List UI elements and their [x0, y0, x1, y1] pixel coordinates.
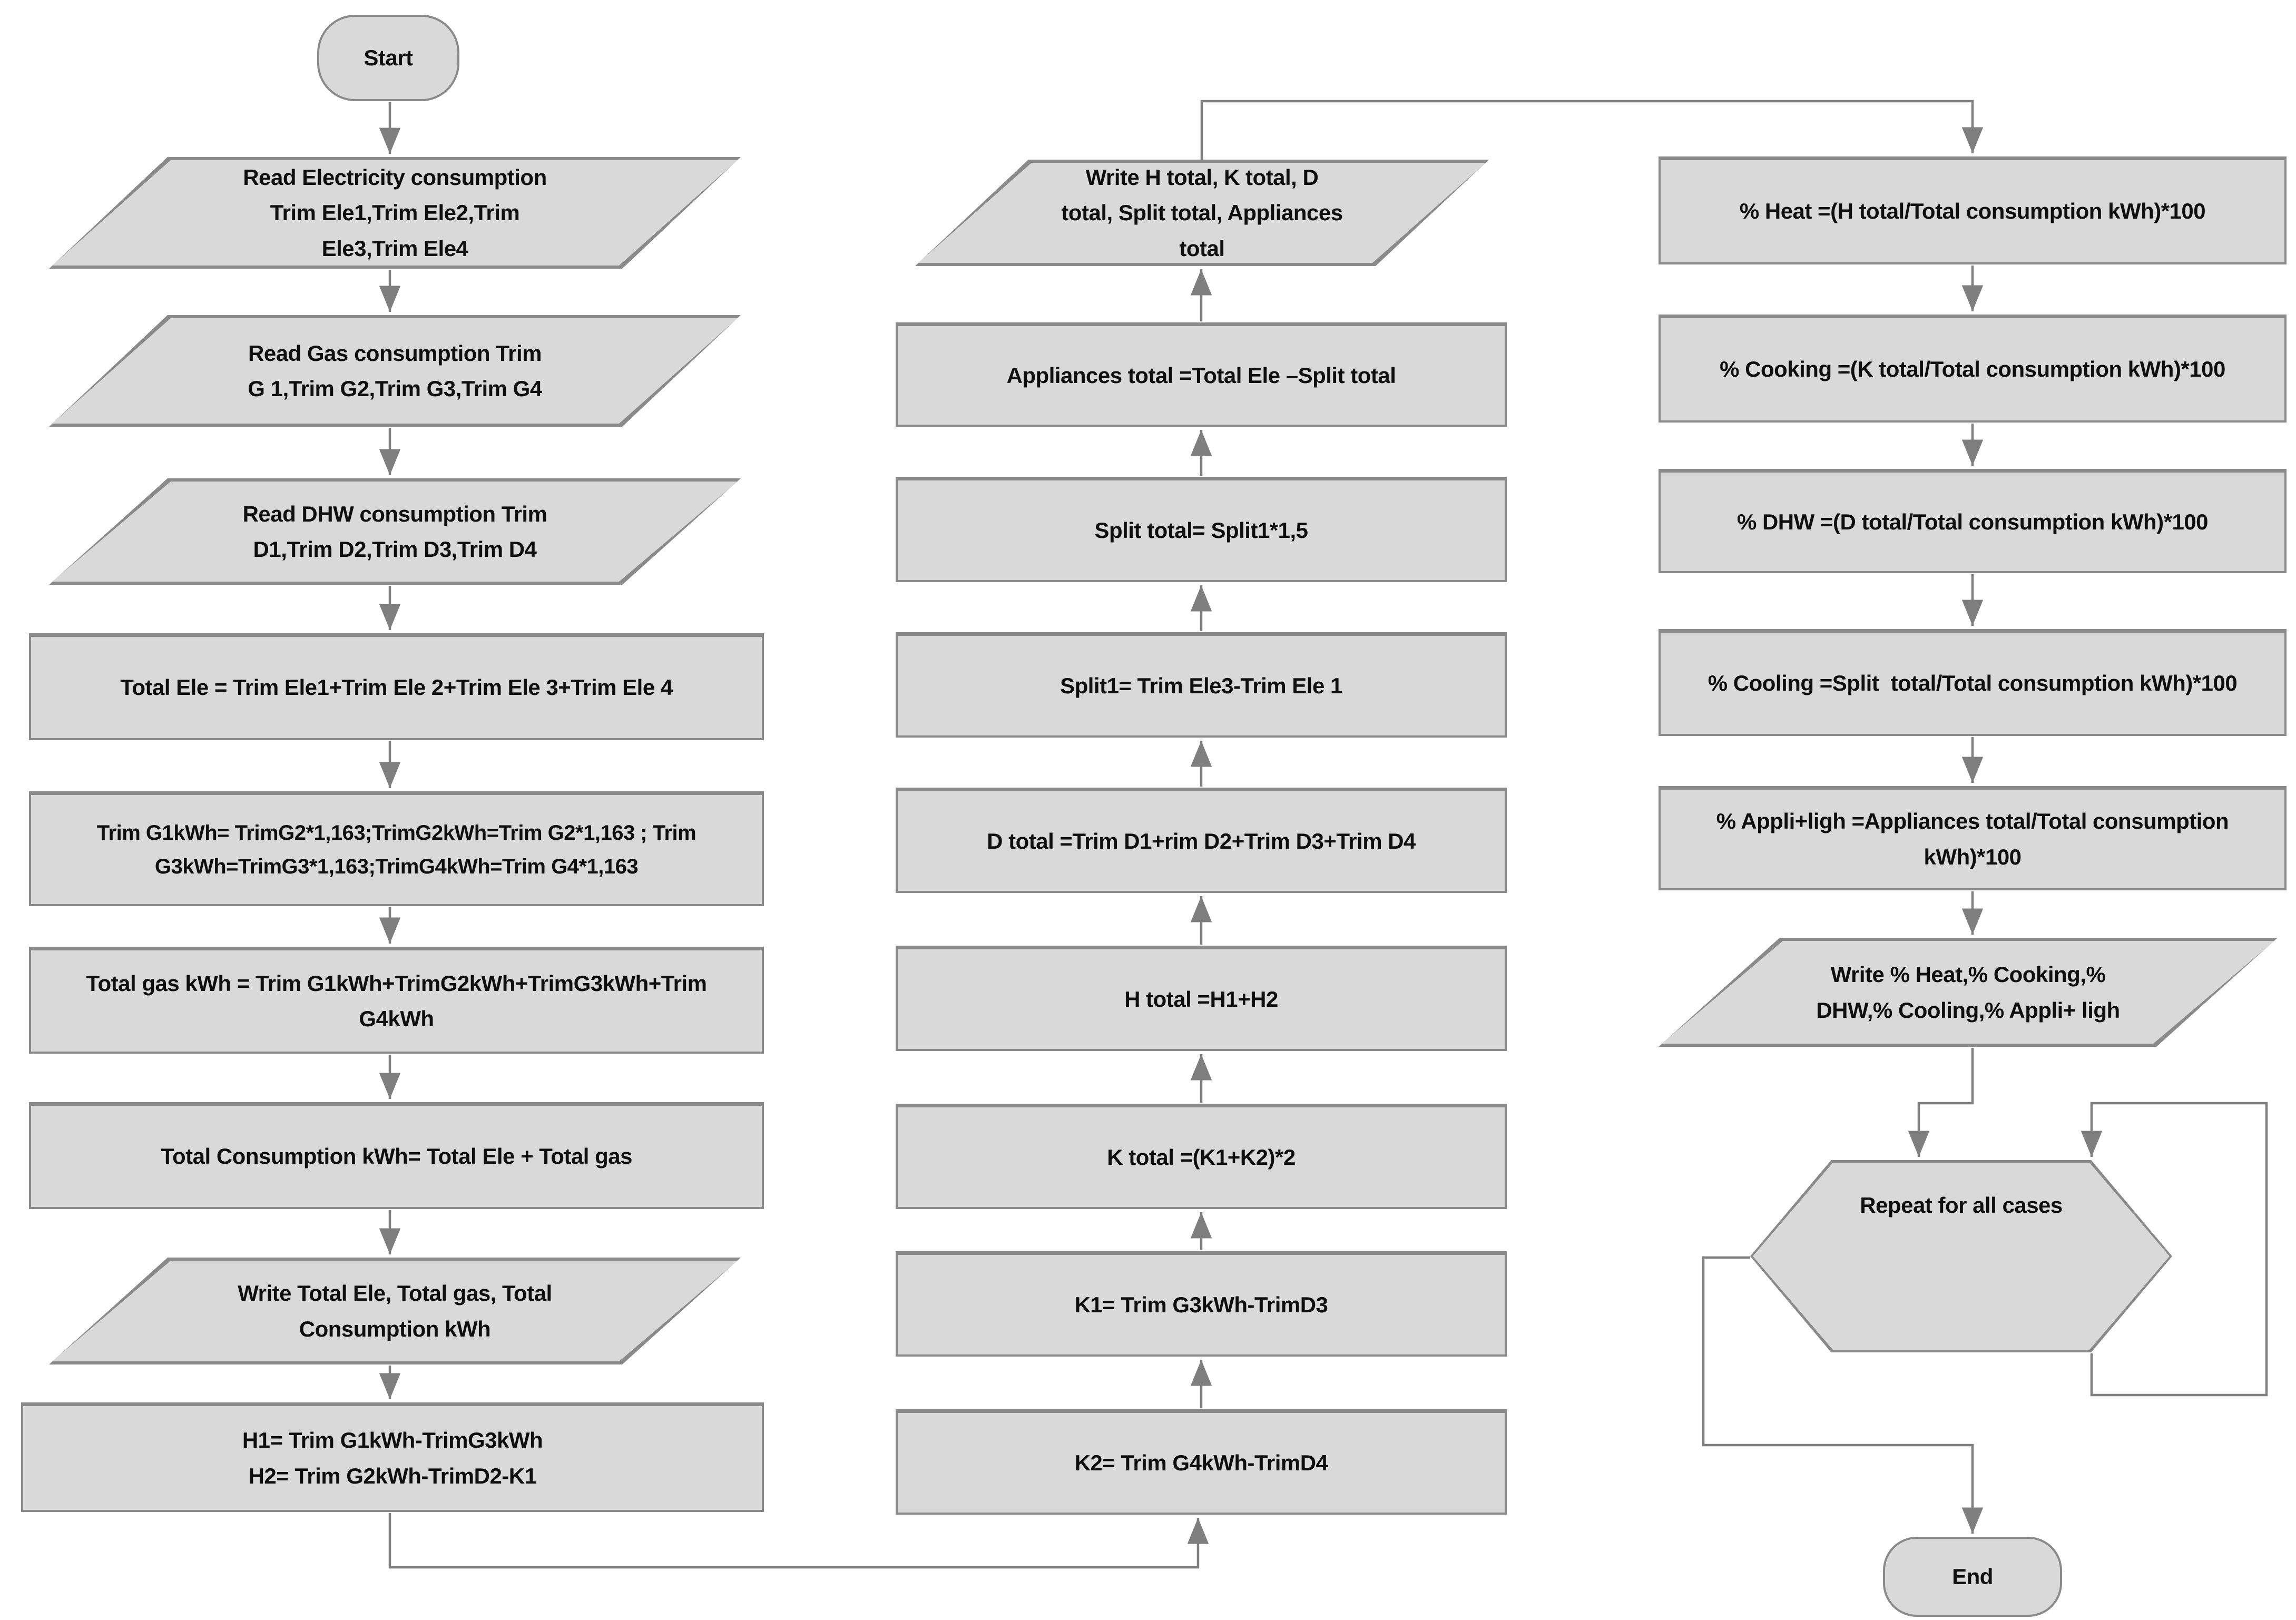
node-label: Total Consumption kWh= Total Ele + Total… [160, 1144, 633, 1169]
hexagon-fill [1753, 1163, 2170, 1350]
process-pct-cooking: % Cooking =(K total/Total consumption kW… [1659, 315, 2287, 423]
node-label: End [1952, 1564, 1993, 1589]
io-read-electricity: Read Electricity consumption Trim Ele1,T… [49, 157, 741, 269]
io-read-dhw: Read DHW consumption Trim D1,Trim D2,Tri… [49, 478, 741, 585]
node-label: % Appli+ligh =Appliances total/Total con… [1716, 809, 2229, 869]
process-d-total: D total =Trim D1+rim D2+Trim D3+Trim D4 [896, 788, 1507, 893]
parallelogram-fill [52, 482, 738, 582]
preparation-repeat-all-cases: Repeat for all cases [1750, 1160, 2172, 1352]
node-label: Start [364, 45, 413, 71]
node-label: K total =(K1+K2)*2 [1107, 1144, 1296, 1170]
process-k-total: K total =(K1+K2)*2 [896, 1104, 1507, 1209]
connector-write-h-totals-to-pct-heat [1200, 100, 1984, 160]
node-label: Read Electricity consumption Trim Ele1,T… [243, 165, 547, 261]
process-total-gas: Total gas kWh = Trim G1kWh+TrimG2kWh+Tri… [29, 947, 764, 1054]
node-label: Write % Heat,% Cooking,% DHW,% Cooling,%… [1816, 962, 2120, 1023]
node-label: Appliances total =Total Ele –Split total [1006, 362, 1396, 388]
parallelogram-fill [52, 318, 738, 424]
parallelogram-fill [918, 163, 1486, 263]
node-label: H total =H1+H2 [1124, 986, 1278, 1012]
io-write-percentages: Write % Heat,% Cooking,% DHW,% Cooling,%… [1659, 938, 2278, 1047]
process-pct-cooling: % Cooling =Split total/Total consumption… [1659, 629, 2287, 736]
node-label: Total Ele = Trim Ele1+Trim Ele 2+Trim El… [120, 675, 673, 700]
process-k2: K2= Trim G4kWh-TrimD4 [896, 1409, 1507, 1515]
parallelogram-fill [1662, 941, 2274, 1044]
node-label: Total gas kWh = Trim G1kWh+TrimG2kWh+Tri… [86, 970, 707, 1031]
process-h-total: H total =H1+H2 [896, 946, 1507, 1051]
node-label: Repeat for all cases [1860, 1193, 2063, 1218]
process-split-total: Split total= Split1*1,5 [896, 477, 1507, 582]
connector-repeat-loop [2081, 1102, 2268, 1397]
node-label: % Heat =(H total/Total consumption kWh)*… [1739, 199, 2206, 224]
node-label: Write Total Ele, Total gas, Total Consum… [238, 1281, 552, 1341]
parallelogram-fill [52, 160, 738, 266]
process-pct-dhw: % DHW =(D total/Total consumption kWh)*1… [1659, 469, 2287, 573]
parallelogram-fill [52, 1261, 738, 1361]
terminator-start: Start [317, 15, 459, 101]
node-label: Write H total, K total, D total, Split t… [1061, 165, 1343, 261]
io-write-totals: Write Total Ele, Total gas, Total Consum… [49, 1258, 741, 1364]
node-label: K2= Trim G4kWh-TrimD4 [1074, 1450, 1328, 1475]
node-label: K1= Trim G3kWh-TrimD3 [1074, 1292, 1328, 1317]
process-split1: Split1= Trim Ele3-Trim Ele 1 [896, 632, 1507, 738]
node-label: Read DHW consumption Trim D1,Trim D2,Tri… [242, 501, 547, 562]
node-label: Read Gas consumption Trim G 1,Trim G2,Tr… [248, 340, 542, 401]
process-pct-appli-ligh: % Appli+ligh =Appliances total/Total con… [1659, 786, 2287, 890]
node-label: H1= Trim G1kWh-TrimG3kWh H2= Trim G2kWh-… [242, 1428, 543, 1488]
connector-repeat-to-end [1702, 1256, 1984, 1534]
node-label: Split1= Trim Ele3-Trim Ele 1 [1060, 673, 1342, 698]
process-pct-heat: % Heat =(H total/Total consumption kWh)*… [1659, 156, 2287, 264]
process-h1-h2: H1= Trim G1kWh-TrimG3kWh H2= Trim G2kWh-… [21, 1402, 764, 1512]
node-label: Trim G1kWh= TrimG2*1,163;TrimG2kWh=Trim … [96, 821, 696, 878]
node-label: % DHW =(D total/Total consumption kWh)*1… [1736, 509, 2209, 534]
node-label: % Cooling =Split total/Total consumption… [1708, 671, 2238, 696]
connector-h1-h2-to-k2 [388, 1513, 1209, 1569]
process-total-consumption: Total Consumption kWh= Total Ele + Total… [29, 1102, 764, 1209]
process-appliances-total: Appliances total =Total Ele –Split total [896, 322, 1507, 427]
terminator-end: End [1883, 1537, 2062, 1617]
process-trim-g-kwh: Trim G1kWh= TrimG2*1,163;TrimG2kWh=Trim … [29, 791, 764, 906]
node-label: Split total= Split1*1,5 [1094, 517, 1308, 543]
io-write-h-totals: Write H total, K total, D total, Split t… [915, 160, 1489, 266]
node-label: % Cooking =(K total/Total consumption kW… [1720, 357, 2225, 382]
process-k1: K1= Trim G3kWh-TrimD3 [896, 1251, 1507, 1357]
process-total-ele: Total Ele = Trim Ele1+Trim Ele 2+Trim El… [29, 633, 764, 740]
connector-write-percentages-to-repeat [1908, 1048, 1974, 1157]
io-read-gas: Read Gas consumption Trim G 1,Trim G2,Tr… [49, 315, 741, 427]
node-label: D total =Trim D1+rim D2+Trim D3+Trim D4 [987, 828, 1416, 853]
